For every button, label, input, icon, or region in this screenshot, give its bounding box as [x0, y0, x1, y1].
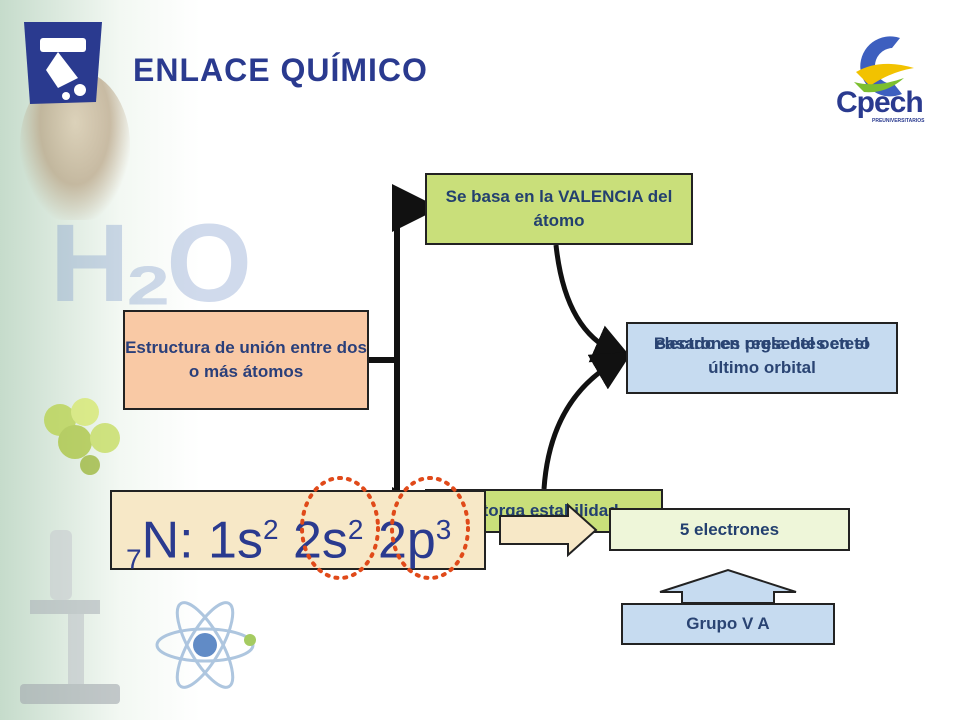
based-on-octet-box: Basado en regla del octeto electrones pr…	[626, 322, 898, 394]
octet-rule-text: Basado en regla del octeto	[653, 334, 871, 353]
molecule-model-image	[44, 398, 120, 475]
microscope-image	[20, 530, 120, 704]
page-title: ENLACE QUÍMICO	[133, 52, 428, 88]
exponent-2s: 2	[347, 514, 364, 545]
cpech-tagline: PREUNIVERSITARIOS	[872, 118, 925, 124]
exponent-1s: 2	[262, 514, 279, 545]
cpech-brand-name: Cpech	[836, 86, 924, 119]
electron-configuration-formula: 7N: 1s2 2s2 2p3	[110, 490, 486, 575]
exponent-2p: 3	[435, 514, 452, 545]
five-electrons-box: 5 electrones	[609, 508, 850, 551]
curved-arrow-from-stability	[541, 351, 633, 490]
element-symbol: N	[141, 511, 180, 570]
atomic-number: 7	[126, 543, 142, 575]
dotted-circle-2p	[390, 476, 470, 580]
curved-arrow-from-valencia	[553, 244, 634, 363]
valencia-box: Se basa en la VALENCIA del átomo	[425, 173, 693, 245]
orbital-2p: 2p	[363, 511, 436, 570]
atom-model-icon	[155, 601, 256, 689]
chemistry-flask-logo-icon	[24, 22, 102, 104]
h2o-watermark: H₂O	[50, 202, 252, 325]
dotted-circle-2s	[300, 476, 380, 580]
cpech-logo: Cpech PREUNIVERSITARIOS	[830, 28, 940, 128]
up-arrow-to-electrons	[659, 568, 797, 604]
electrons-last-orbital-text: electrones presentes en el último orbita…	[655, 334, 869, 377]
cpech-c-icon	[854, 36, 914, 97]
orbital-1s: : 1s	[179, 511, 263, 570]
structure-box: Estructura de unión entre dos o más átom…	[123, 310, 369, 410]
group-va-box: Grupo V A	[621, 603, 835, 645]
right-arrow-to-electrons	[499, 502, 598, 558]
